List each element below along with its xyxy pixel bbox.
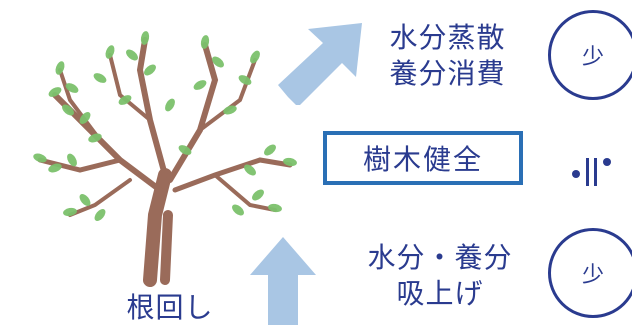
middle-box: 樹木健全 (323, 131, 523, 185)
bottom-right-line1: 水分・養分 (367, 241, 513, 274)
top-right-line2: 養分消費 (389, 57, 506, 90)
top-right-badge: 少 (548, 10, 632, 100)
bottom-left-label: 根回し (126, 291, 214, 324)
bottom-right-badge: 少 (548, 228, 632, 318)
bottom-right-line2: 吸上げ (396, 277, 484, 310)
equivalence-icon (572, 158, 611, 186)
top-right-text: 水分蒸散 養分消費 (360, 20, 535, 92)
bottom-right-text: 水分・養分 吸上げ (350, 240, 530, 312)
tree-illustration (33, 31, 297, 287)
up-arrow (250, 237, 316, 325)
top-right-line1: 水分蒸散 (389, 21, 506, 54)
up-right-arrow (278, 23, 362, 105)
middle-label: 樹木健全 (362, 143, 483, 176)
